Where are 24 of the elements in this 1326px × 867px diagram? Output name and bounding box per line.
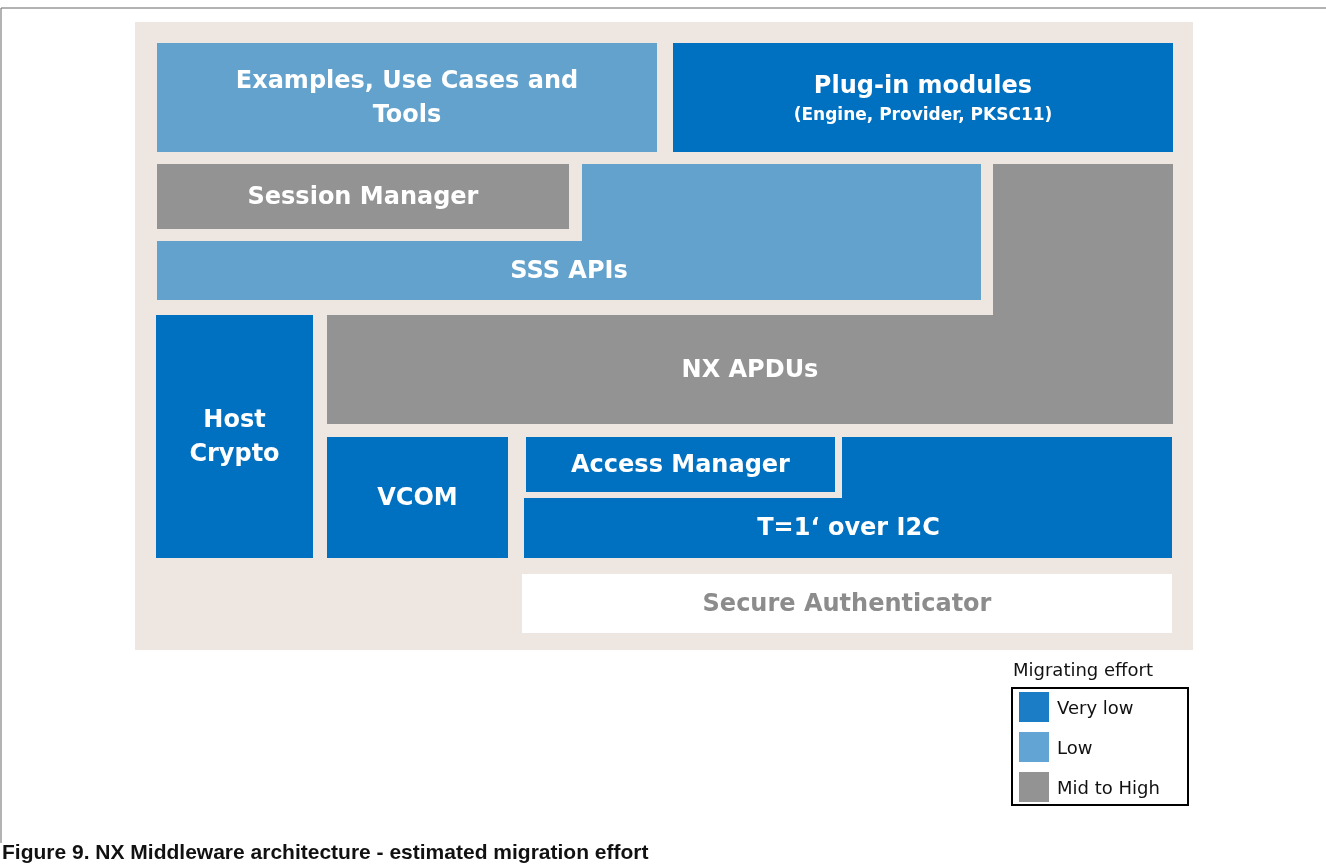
layer-label: SSS APIs — [510, 254, 628, 286]
figure-caption: Figure 9. NX Middleware architecture - estimated migration effort — [2, 840, 649, 864]
layer-sublabel: (Engine, Provider, PKSC11) — [793, 102, 1053, 126]
layer-block — [522, 574, 1172, 633]
layer-block — [327, 437, 508, 558]
layer-block — [157, 164, 569, 229]
layer-label: T=1‘ over I2C — [757, 512, 940, 544]
legend-label: Very low — [1057, 696, 1134, 718]
layer-label: VCOM — [377, 481, 458, 513]
layer-block — [526, 437, 835, 492]
layer-label: Examples, Use Cases and Tools — [234, 64, 580, 130]
layer-label: Access Manager — [571, 448, 790, 480]
layer-block — [156, 315, 313, 558]
legend-label: Mid to High — [1057, 776, 1160, 798]
legend-title: Migrating effort — [1013, 659, 1153, 680]
legend-label: Low — [1057, 736, 1093, 758]
layer-label: Host Crypto — [188, 403, 281, 469]
layer-label: NX APDUs — [681, 353, 819, 385]
layer-block — [157, 43, 657, 152]
layer-label: Session Manager — [247, 180, 479, 212]
layer-label: Plug-in modules — [813, 70, 1033, 102]
background-panel — [135, 22, 1193, 650]
layer-block — [673, 43, 1173, 152]
layer-label: Secure Authenticator — [702, 587, 992, 619]
